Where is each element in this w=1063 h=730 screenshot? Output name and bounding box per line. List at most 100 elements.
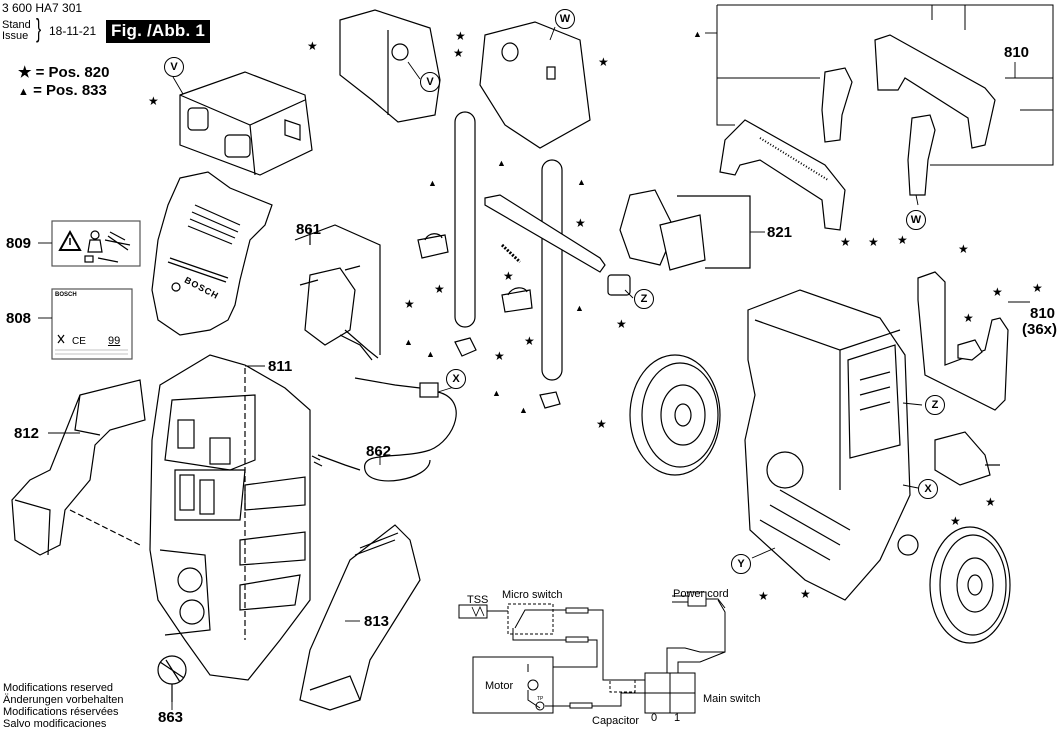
star-marker: ★ [596, 417, 607, 431]
star-marker: ★ [963, 311, 974, 325]
notice-fr: Modifications réservées [3, 706, 119, 718]
wiring-label-switch-on: 1 [674, 712, 681, 724]
marker-z-connector: Z [634, 289, 654, 309]
hose-connector-block [934, 431, 1000, 486]
triangle-marker: ▲ [492, 388, 501, 398]
z-connector [607, 274, 631, 296]
star-marker: ★ [503, 269, 514, 283]
wheel-right [929, 526, 1011, 644]
star-marker: ★ [404, 297, 415, 311]
marker-v-cord-holder: V [164, 57, 184, 77]
star-marker: ★ [524, 334, 535, 348]
marker-x-frame: X [918, 479, 938, 499]
notice-de: Änderungen vorbehalten [3, 694, 124, 706]
wiring-label-motor: Motor [485, 680, 514, 692]
callout-810-handle: 810 [1004, 44, 1030, 61]
marker-x-cord: X [446, 369, 466, 389]
wiring-label-main-switch: Main switch [703, 693, 761, 705]
star-marker: ★ [985, 495, 996, 509]
callout-808: 808 [6, 310, 32, 327]
tube-clip-2 [501, 287, 533, 313]
legend-star: ★ = Pos. 820 [18, 63, 109, 81]
handle-insert-2 [907, 114, 936, 196]
base-frame [744, 289, 919, 601]
wiring-label-thermal-protector: TP [537, 696, 544, 702]
marker-z-frame: Z [925, 395, 945, 415]
callout-810-side: 810 [1030, 305, 1056, 322]
stand-label: Stand [2, 19, 31, 31]
star-marker: ★ [958, 242, 969, 256]
triangle-marker: ▲ [426, 349, 435, 359]
star-icon: ★ [18, 64, 32, 81]
star-marker: ★ [616, 317, 627, 331]
callout-810-quantity: (36x) [1022, 321, 1058, 338]
front-cover-panel [151, 171, 273, 336]
marker-y-frame: Y [731, 554, 751, 574]
handle-insert-1 [821, 67, 853, 143]
triangle-marker: ▲ [577, 177, 586, 187]
handle-tube-right [541, 159, 563, 381]
star-marker: ★ [800, 587, 811, 601]
wiring-schematic [458, 591, 726, 714]
triangle-marker: ▲ [428, 178, 437, 188]
callout-821: 821 [767, 224, 793, 241]
star-marker: ★ [434, 282, 445, 296]
stand-issue-label: Stand Issue [2, 20, 31, 42]
tube-clip-1 [417, 233, 449, 259]
callout-863: 863 [158, 709, 184, 726]
rating-label-808 [51, 288, 133, 360]
callout-861: 861 [296, 221, 322, 238]
marker-w-handle: W [906, 210, 926, 230]
side-shell-812 [11, 379, 146, 556]
knob-863 [157, 655, 187, 702]
side-clip [957, 339, 983, 361]
star-marker: ★ [840, 235, 851, 249]
callout-809: 809 [6, 235, 32, 252]
triangle-marker: ▲ [404, 337, 413, 347]
handle-bracket-left [339, 9, 441, 123]
wiring-label-power-cord: Power cord [673, 588, 729, 600]
marker-w-bracket: W [555, 9, 575, 29]
wiring-label-capacitor: Capacitor [592, 715, 640, 727]
callout-812: 812 [14, 425, 40, 442]
legend-star-text: = Pos. 820 [35, 64, 110, 81]
label-808-brand: BOSCH [55, 292, 77, 298]
notice-es: Salvo modificaciones [3, 718, 107, 730]
callout-811: 811 [268, 358, 293, 375]
star-marker: ★ [1032, 281, 1043, 295]
modifications-notice: Modifications reserved Änderungen vorbeh… [3, 682, 123, 730]
wiring-label-tss: TSS [467, 594, 489, 606]
capacitor-861 [294, 224, 381, 361]
handle-crossbar [874, 34, 996, 149]
issue-date: 18-11-21 [49, 24, 97, 38]
brace-icon: } [36, 13, 42, 43]
issue-label: Issue [2, 30, 29, 42]
legend-triangle-text: = Pos. 833 [33, 82, 107, 99]
marker-v-bracket: V [420, 72, 440, 92]
triangle-marker: ▲ [519, 405, 528, 415]
handle-bracket-right [479, 21, 591, 149]
triangle-marker: ▲ [575, 303, 584, 313]
callout-862: 862 [366, 443, 392, 460]
wiring-label-switch-off: 0 [651, 712, 658, 724]
star-marker: ★ [455, 29, 466, 43]
document-number: 3 600 HA7 301 [2, 1, 83, 15]
legend-triangle: ▲ = Pos. 833 [18, 82, 107, 99]
star-marker: ★ [307, 39, 318, 53]
wiring-label-micro-switch: Micro switch [502, 589, 563, 601]
tube-knob-1 [454, 337, 477, 357]
cord-holder-part [179, 71, 313, 176]
star-marker: ★ [148, 94, 159, 108]
handle-lock-821 [619, 189, 751, 271]
main-housing [149, 354, 311, 681]
side-frame-handle [917, 271, 1009, 411]
triangle-marker: ▲ [497, 158, 506, 168]
notice-en: Modifications reserved [3, 682, 114, 694]
triangle-icon: ▲ [18, 86, 29, 98]
latch-bar [484, 194, 606, 273]
star-marker: ★ [758, 589, 769, 603]
star-marker: ★ [868, 235, 879, 249]
side-cover-813 [299, 524, 421, 711]
star-marker: ★ [992, 285, 1003, 299]
